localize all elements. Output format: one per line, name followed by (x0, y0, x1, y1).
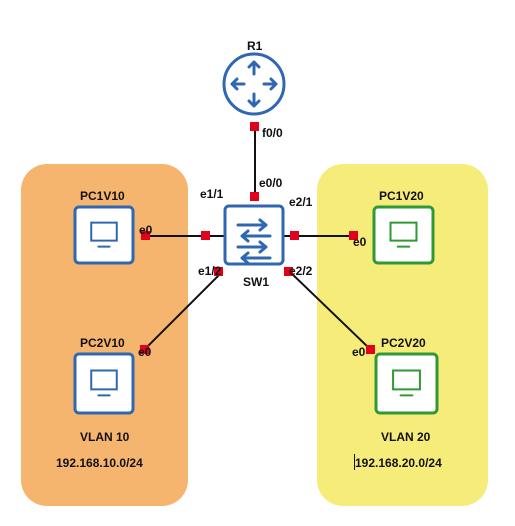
pc1v10-name: PC1V10 (80, 189, 125, 203)
port-marker-pc1v20-e0 (349, 231, 358, 240)
pc-icon[interactable] (374, 352, 439, 415)
port-marker-pc1v10-e0 (141, 231, 150, 240)
port-marker-sw1-e1-2 (214, 267, 223, 276)
sw1-port-e2-1: e2/1 (289, 195, 313, 209)
vlan-10-subnet: 192.168.10.0/24 (56, 456, 143, 470)
port-marker-pc2v10-e0 (140, 345, 149, 354)
text-cursor (354, 454, 355, 470)
sw1-port-e2-2: e2/2 (289, 264, 313, 278)
pc1v20-port-e0: e0 (353, 235, 367, 249)
switch-name: SW1 (243, 275, 270, 289)
vlan-20-zone (317, 164, 488, 506)
port-marker-r1-f0-0 (250, 122, 259, 131)
switch-icon[interactable] (223, 204, 285, 266)
pc2v20-name: PC2V20 (381, 336, 426, 350)
vlan-10-zone (21, 164, 188, 506)
router-name: R1 (247, 39, 263, 53)
pc-icon[interactable] (372, 205, 435, 265)
sw1-port-e1-1: e1/1 (200, 187, 224, 201)
link-sw1-pc2v10 (143, 270, 224, 351)
port-marker-sw1-e0-0 (250, 192, 259, 201)
pc1v20-name: PC1V20 (379, 189, 424, 203)
port-marker-pc2v20-e0 (366, 345, 375, 354)
router-icon[interactable] (222, 52, 286, 116)
sw1-port-e0-0: e0/0 (259, 176, 283, 190)
port-marker-sw1-e2-1 (290, 231, 299, 240)
pc-icon[interactable] (73, 352, 135, 415)
port-marker-sw1-e2-2 (284, 267, 293, 276)
pc-icon[interactable] (73, 205, 135, 265)
vlan-20-subnet: 192.168.20.0/24 (355, 456, 442, 470)
r1-port-f0-0: f0/0 (262, 126, 283, 140)
pc1v10-port-e0: e0 (139, 223, 153, 237)
link-sw1-pc2v20 (287, 269, 372, 351)
vlan-20-label: VLAN 20 (381, 430, 431, 444)
pc2v10-name: PC2V10 (80, 336, 125, 350)
sw1-port-e1-2: e1/2 (198, 264, 222, 278)
port-marker-sw1-e1-1 (201, 231, 210, 240)
pc2v20-port-e0: e0 (352, 345, 366, 359)
pc2v10-port-e0: e0 (138, 345, 152, 359)
vlan-10-label: VLAN 10 (80, 430, 130, 444)
